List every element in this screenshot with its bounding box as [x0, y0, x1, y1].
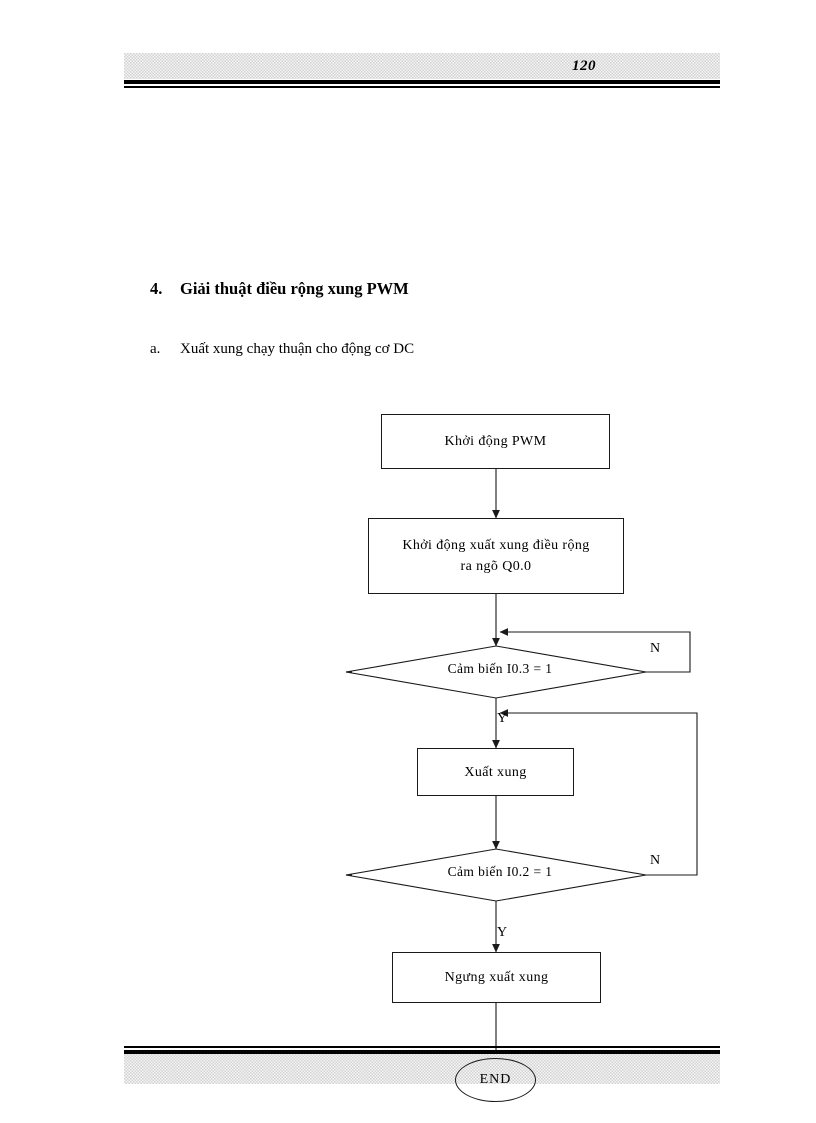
branch-label-cond1-no: N: [650, 641, 661, 656]
flow-node-pulse-out-label: Xuất xung: [464, 764, 527, 780]
flow-node-init: Khởi động xuất xung điều rộng ra ngõ Q0.…: [368, 518, 624, 594]
branch-label-cond1-yes: Y: [497, 711, 508, 726]
section-heading-text: Giải thuật điều rộng xung PWM: [180, 279, 409, 298]
flow-node-init-label-line2: ra ngõ Q0.0: [460, 559, 532, 574]
flow-node-end-label: END: [479, 1072, 512, 1087]
flow-node-cond1-label: Cảm biến I0.3 = 1: [447, 661, 553, 676]
flow-node-start-label: Khởi động PWM: [444, 434, 547, 449]
page-number: 120: [572, 58, 596, 74]
header-rule-thick: [124, 80, 720, 84]
section-heading: 4. Giải thuật điều rộng xung PWM: [150, 279, 409, 299]
subsection-heading-text: Xuất xung chạy thuận cho động cơ DC: [180, 341, 415, 357]
header-band: [124, 53, 720, 79]
subsection-heading-marker: a.: [150, 341, 161, 357]
header-rule-thin: [124, 86, 720, 88]
flow-node-cond2-label: Cảm biến I0.2 = 1: [447, 864, 553, 879]
flow-node-end: END: [455, 1058, 536, 1102]
footer-rule-thin: [124, 1046, 720, 1048]
footer-rule-thick: [124, 1050, 720, 1054]
flow-node-start: Khởi động PWM: [381, 414, 610, 469]
branch-label-cond2-yes: Y: [497, 925, 508, 940]
subsection-heading: a. Xuất xung chạy thuận cho động cơ DC: [150, 341, 414, 358]
flow-node-pulse-stop-label: Ngưng xuất xung: [444, 970, 549, 985]
flow-node-pulse-stop: Ngưng xuất xung: [392, 952, 601, 1003]
footer-band: [124, 1054, 720, 1084]
section-heading-marker: 4.: [150, 279, 163, 298]
flow-node-init-label-line1: Khởi động xuất xung điều rộng: [402, 538, 590, 553]
branch-label-cond2-no: N: [650, 853, 661, 868]
flow-node-pulse-out: Xuất xung: [417, 748, 574, 796]
